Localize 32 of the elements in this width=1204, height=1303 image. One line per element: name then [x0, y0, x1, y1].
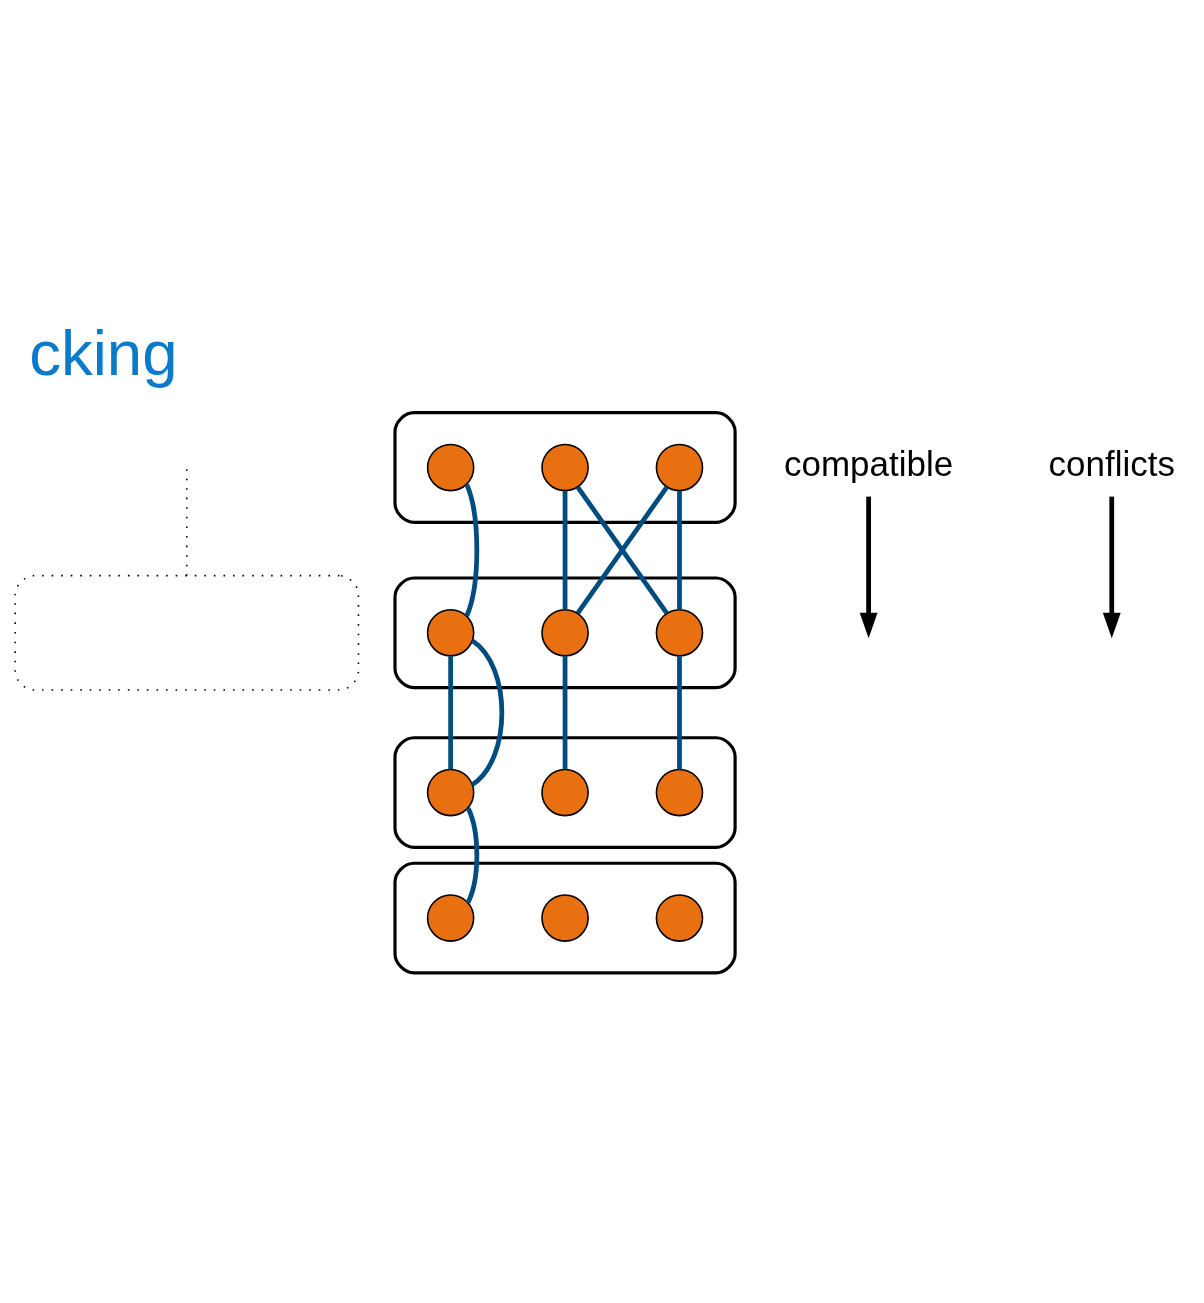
cluster	[393, 861, 737, 975]
cluster	[393, 411, 737, 524]
node-circle	[426, 768, 475, 817]
node-circle	[426, 443, 475, 492]
cluster	[393, 576, 737, 690]
arrow	[859, 496, 878, 639]
connector	[562, 491, 568, 610]
node-text: compatible	[784, 444, 954, 484]
connector	[562, 656, 568, 770]
connector	[448, 656, 453, 770]
connector	[464, 483, 480, 617]
cluster	[393, 736, 737, 849]
node-circle	[655, 768, 704, 817]
diagram-title: cking	[29, 316, 178, 388]
node-circle	[541, 768, 589, 817]
node-circle	[541, 609, 589, 657]
connector	[470, 638, 505, 787]
connector	[677, 656, 682, 770]
connector	[677, 491, 682, 610]
connector	[575, 485, 669, 615]
node-circle	[655, 443, 704, 492]
connector	[465, 807, 480, 904]
node-circle	[655, 894, 704, 942]
node-circle	[541, 443, 589, 492]
node-box	[14, 574, 360, 691]
arrow	[1102, 496, 1121, 639]
node-circle	[426, 609, 475, 657]
connector	[186, 468, 188, 577]
node-circle	[426, 894, 475, 942]
node-text: conflicts	[1048, 444, 1175, 484]
node-circle	[541, 894, 589, 942]
node-circle	[655, 609, 704, 657]
